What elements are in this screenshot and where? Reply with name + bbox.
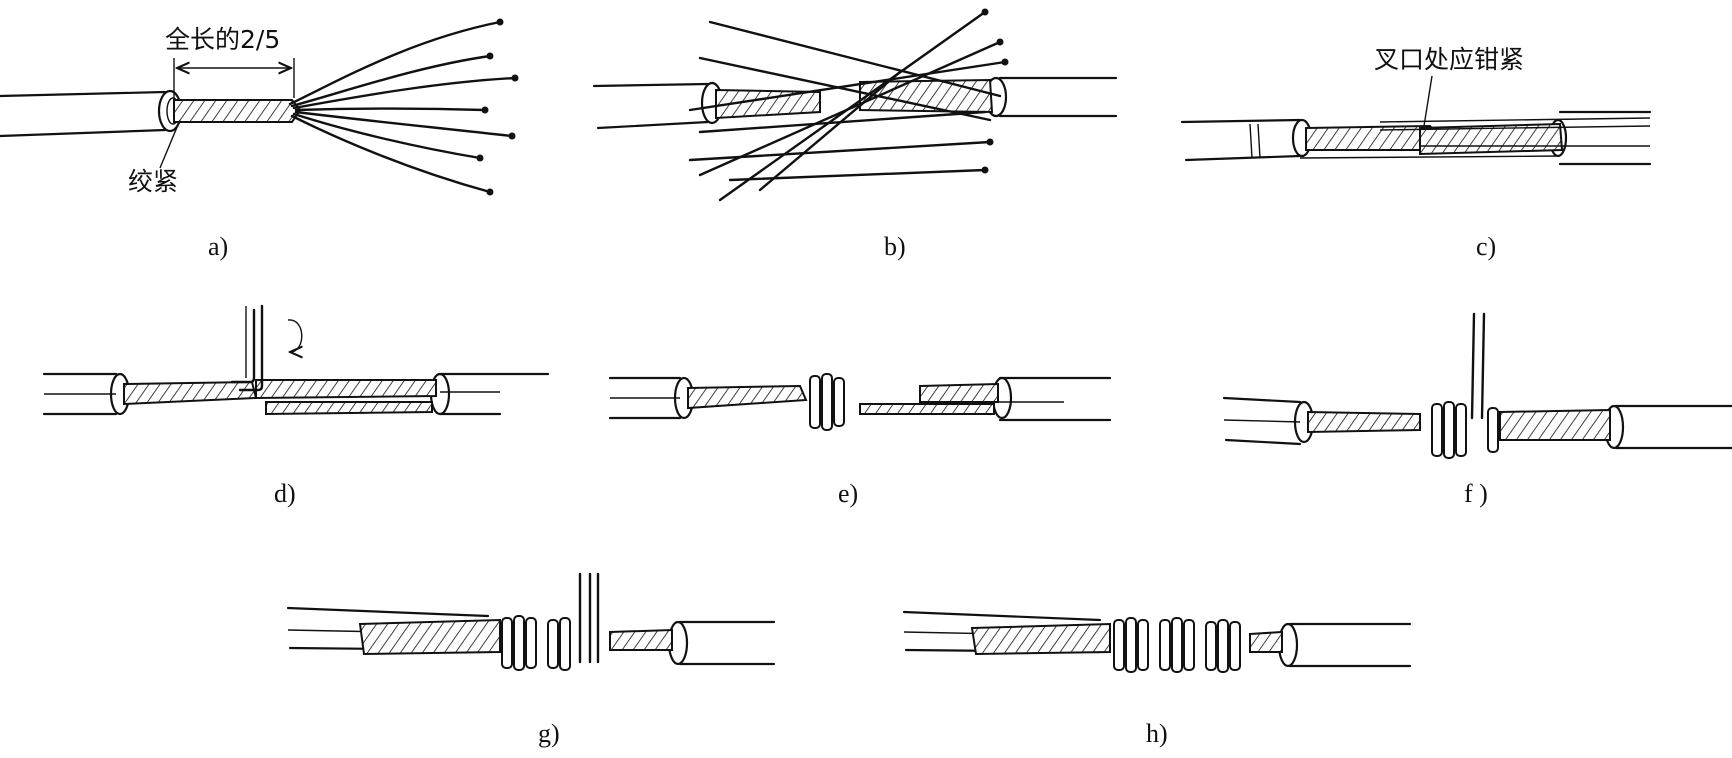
panel-d-left-core xyxy=(123,380,258,406)
panel-b-left-core xyxy=(715,88,821,120)
panel-b-crossed-strands xyxy=(688,8,1009,202)
panel-e-lower-core xyxy=(859,403,995,415)
panel-b-right-wire xyxy=(984,76,1118,118)
panel-f-left-core xyxy=(1307,410,1421,434)
panel-h: h) xyxy=(902,610,1412,748)
panel-g-left-core xyxy=(358,618,501,656)
panel-a-dimension xyxy=(173,58,295,98)
panel-e-caption: e) xyxy=(838,479,858,508)
panel-a-insulated-wire xyxy=(0,89,183,138)
panel-e-left-core xyxy=(687,384,808,410)
panel-h-left-core xyxy=(970,622,1111,656)
panel-h-right-wire xyxy=(1277,622,1412,668)
panel-a-leader xyxy=(159,119,181,169)
panel-c-clamp-label: 叉口处应钳紧 xyxy=(1374,45,1524,74)
panel-b-caption: b) xyxy=(884,232,906,261)
panel-d-right-core xyxy=(255,379,437,400)
panel-f-caption: f ) xyxy=(1464,479,1488,508)
panel-a-twisted-core xyxy=(173,99,302,123)
panel-c-left-wire xyxy=(1180,118,1313,162)
panel-d-left-wire xyxy=(42,372,131,416)
panel-g-wrap-coils xyxy=(501,615,571,671)
panel-e-wrap-coils xyxy=(809,373,845,431)
panel-f-right-wire xyxy=(1603,404,1732,450)
panel-f-vertical-strand xyxy=(1470,312,1486,420)
panel-c-caption: c) xyxy=(1476,232,1496,261)
panel-d-right-wire xyxy=(429,372,550,416)
panel-g-right-core xyxy=(609,628,673,651)
panel-e-left-wire xyxy=(608,376,695,420)
panel-g-vertical-strands xyxy=(578,572,600,664)
panel-e-right-core xyxy=(919,382,999,403)
panel-a: 全长的2/5 绞紧 a) xyxy=(0,18,519,261)
panel-h-caption: h) xyxy=(1146,719,1168,748)
panel-h-right-core xyxy=(1249,630,1283,653)
panel-g: g) xyxy=(286,572,776,748)
panel-d-caption: d) xyxy=(274,479,296,508)
panel-d-bent-strand xyxy=(230,304,264,392)
panel-e: e) xyxy=(608,373,1112,508)
panel-f: f ) xyxy=(1222,312,1732,508)
panel-a-loose-strands xyxy=(288,18,519,196)
panel-g-caption: g) xyxy=(538,719,560,748)
panel-f-wrap-coils xyxy=(1431,401,1499,459)
panel-a-twist-label: 绞紧 xyxy=(128,167,178,196)
panel-d: d) xyxy=(42,304,550,508)
panel-b-left-wire xyxy=(592,81,724,130)
panel-a-length-label: 全长的2/5 xyxy=(165,25,280,54)
panel-g-right-wire xyxy=(667,620,776,666)
panel-d-rotation-arrow xyxy=(287,319,302,352)
panel-f-right-core xyxy=(1499,408,1611,441)
panel-a-caption: a) xyxy=(208,232,228,261)
panel-c-leader xyxy=(1423,75,1433,127)
panel-b: b) xyxy=(592,8,1118,261)
panel-f-left-wire xyxy=(1222,396,1315,446)
panel-h-wrap-coils xyxy=(1113,617,1241,673)
panel-d-lower-core xyxy=(265,401,433,416)
panel-c: 叉口处应钳紧 c) xyxy=(1180,45,1652,261)
